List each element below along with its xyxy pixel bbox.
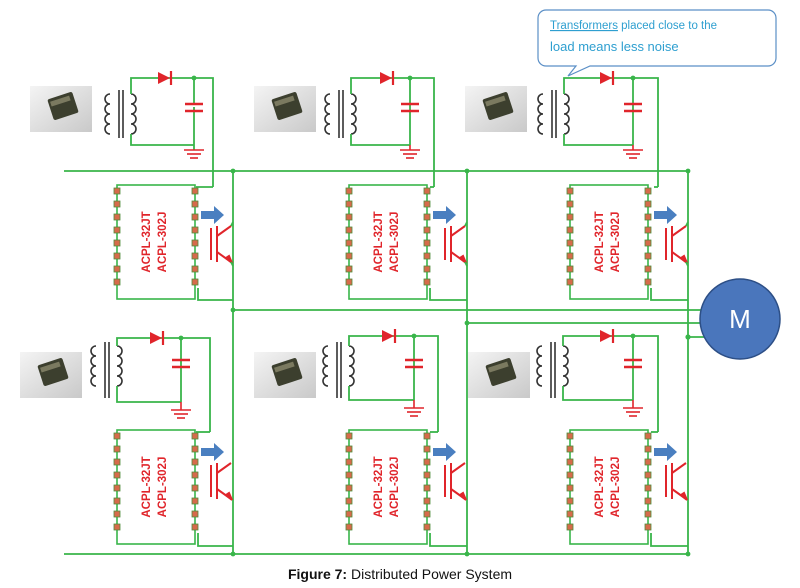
igbt-wiring: [650, 533, 691, 557]
figure-caption-text: Distributed Power System: [347, 566, 513, 582]
chip-part-a-label: ACPL-32JT: [373, 456, 385, 517]
driver-cell-bottom-middle: ACPL-32JT ACPL-302J: [254, 329, 470, 557]
transformer-photo: [468, 352, 530, 398]
bus-wires: [64, 170, 710, 555]
capacitor-icon: [624, 358, 642, 369]
transformer-symbol: [537, 90, 570, 138]
diode-icon: [380, 71, 395, 85]
igbt-wiring: [650, 168, 691, 301]
gate-driver-chip: ACPL-32JT ACPL-302J: [566, 429, 652, 545]
capacitor-icon: [401, 102, 419, 113]
diode-icon: [600, 71, 615, 85]
chip-part-b-label: ACPL-302J: [157, 457, 169, 518]
gate-driver-chip: ACPL-32JT ACPL-302J: [113, 184, 199, 300]
signal-arrow-icon: [433, 443, 456, 461]
signal-arrow-icon: [433, 206, 456, 224]
figure-caption: Figure 7: Distributed Power System: [0, 566, 800, 582]
capacitor-icon: [183, 102, 205, 113]
transformer-symbol: [90, 342, 123, 398]
igbt-transistor-icon: [665, 462, 688, 501]
ground-icon: [400, 145, 420, 159]
figure-label: Figure 7:: [287, 566, 348, 582]
motor: M: [685, 278, 781, 360]
igbt-transistor-icon: [210, 225, 233, 264]
ground-icon: [184, 149, 204, 159]
igbt-wiring: [197, 168, 236, 313]
transformer-photo: [254, 86, 316, 132]
ground-icon: [404, 400, 424, 417]
chip-part-a-label: ACPL-32JT: [594, 456, 606, 517]
callout-link-text[interactable]: Transformers: [550, 20, 618, 32]
transformer-photo: [254, 352, 316, 398]
secondary-circuit: [116, 335, 211, 433]
diode-icon: [158, 71, 173, 85]
chip-part-b-label: ACPL-302J: [157, 212, 169, 273]
chip-part-a-label: ACPL-32JT: [373, 211, 385, 272]
driver-cell-top-right: ACPL-32JT ACPL-302J: [465, 71, 691, 301]
chip-part-a-label: ACPL-32JT: [594, 211, 606, 272]
driver-cell-top-left: ACPL-32JT ACPL-302J: [30, 71, 236, 313]
igbt-transistor-icon: [444, 225, 467, 264]
signal-arrow-icon: [654, 443, 677, 461]
svg-text:Transformers placed close to t: Transformers placed close to the: [550, 20, 717, 32]
motor-junction-dot: [685, 334, 691, 340]
transformer-symbol: [324, 90, 357, 138]
gate-driver-chip: ACPL-32JT ACPL-302J: [113, 429, 199, 545]
diode-icon: [600, 329, 615, 343]
capacitor-icon: [624, 102, 642, 113]
transformer-photo: [20, 352, 82, 398]
ground-icon: [623, 145, 643, 159]
transformer-photo: [465, 86, 527, 132]
signal-arrow-icon: [201, 443, 224, 461]
chip-part-b-label: ACPL-302J: [610, 457, 622, 518]
callout-line1-text: placed close to the: [618, 20, 717, 32]
igbt-wiring: [197, 533, 236, 557]
chip-part-a-label: ACPL-32JT: [141, 456, 153, 517]
capacitor-icon: [405, 358, 423, 369]
driver-cell-bottom-left: ACPL-32JT ACPL-302J: [20, 331, 236, 557]
signal-arrow-icon: [654, 206, 677, 224]
driver-cell-bottom-right: ACPL-32JT ACPL-302J: [468, 329, 691, 557]
driver-cell-top-middle: ACPL-32JT ACPL-302J: [254, 71, 470, 326]
secondary-circuit: [562, 333, 659, 433]
secondary-circuit: [348, 333, 439, 433]
gate-driver-chip: ACPL-32JT ACPL-302J: [345, 184, 431, 300]
gate-driver-chip: ACPL-32JT ACPL-302J: [345, 429, 431, 545]
transformer-symbol: [322, 342, 355, 398]
chip-part-b-label: ACPL-302J: [610, 212, 622, 273]
callout-line2-text: load means less noise: [550, 39, 679, 54]
transformer-photo: [30, 86, 92, 132]
igbt-transistor-icon: [665, 225, 688, 264]
signal-arrow-icon: [201, 206, 224, 224]
igbt-wiring: [429, 533, 470, 557]
gate-driver-chip: ACPL-32JT ACPL-302J: [566, 184, 652, 300]
igbt-wiring: [429, 168, 470, 326]
transformer-symbol: [104, 90, 137, 138]
callout-bubble: Transformers placed close to the load me…: [537, 9, 777, 77]
transformer-symbol: [536, 342, 569, 398]
secondary-circuit: [563, 75, 659, 188]
capacitor-icon: [172, 358, 190, 369]
chip-part-b-label: ACPL-302J: [389, 212, 401, 273]
motor-label: M: [729, 304, 751, 334]
ground-icon: [171, 402, 191, 419]
chip-part-a-label: ACPL-32JT: [141, 211, 153, 272]
diode-icon: [150, 331, 165, 345]
igbt-transistor-icon: [444, 462, 467, 501]
igbt-transistor-icon: [210, 462, 233, 501]
ground-icon: [623, 400, 643, 417]
diode-icon: [382, 329, 397, 343]
chip-part-b-label: ACPL-302J: [389, 457, 401, 518]
